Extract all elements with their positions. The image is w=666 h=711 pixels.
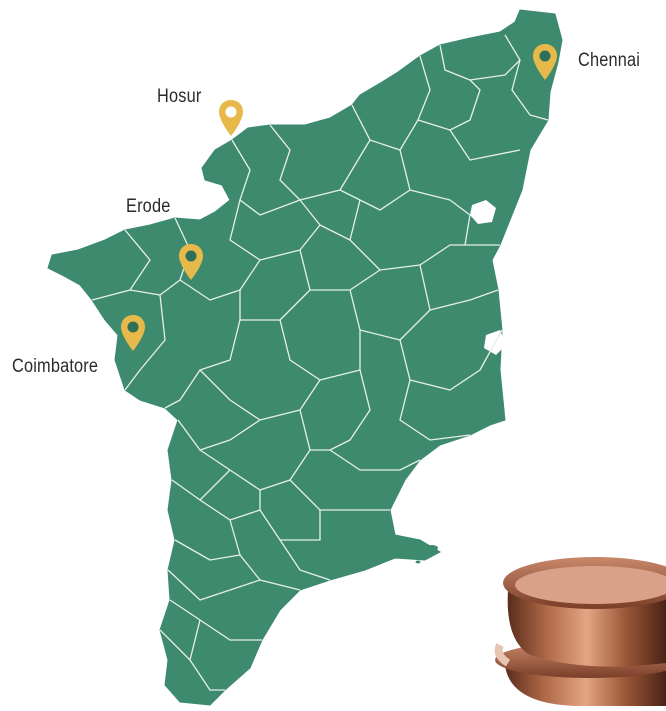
location-pin-icon[interactable] <box>218 99 244 137</box>
location-pin-icon[interactable] <box>532 43 558 81</box>
coastal-lake <box>470 200 496 224</box>
copper-bowls-image <box>494 557 666 706</box>
coastal-island <box>426 545 438 551</box>
state-shape <box>47 9 563 706</box>
city-label-chennai: Chennai <box>578 50 641 71</box>
location-pin-icon[interactable] <box>120 314 146 352</box>
city-label-coimbatore: Coimbatore <box>12 356 99 377</box>
location-pin-icon[interactable] <box>178 243 204 281</box>
city-label-hosur: Hosur <box>157 86 202 107</box>
city-label-erode: Erode <box>126 196 171 217</box>
coastal-island <box>415 560 421 564</box>
district-borders <box>91 34 549 691</box>
